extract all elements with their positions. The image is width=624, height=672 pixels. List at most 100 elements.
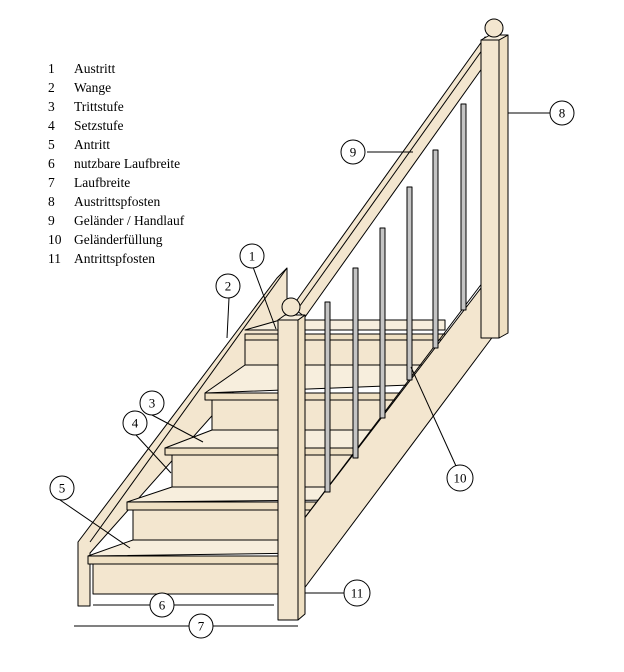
callout-label: 1 — [249, 249, 256, 264]
top-newel-post — [480, 18, 509, 339]
callout-label: 3 — [149, 396, 156, 411]
balusters — [324, 103, 467, 493]
step-5 — [87, 539, 339, 595]
callout-label: 7 — [198, 619, 205, 634]
legend-number: 3 — [48, 99, 55, 114]
legend-label: Setzstufe — [74, 118, 124, 133]
callout-circle — [446, 464, 474, 492]
legend-number: 4 — [48, 118, 55, 133]
legend-label: Geländer / Handlauf — [74, 213, 185, 228]
step-2 — [204, 364, 436, 431]
legend-label: Antritt — [74, 137, 110, 152]
callouts: 1 2 3 4 5 6 7 8 — [49, 100, 575, 639]
callout-circle — [239, 243, 265, 269]
callout-label: 4 — [132, 416, 139, 431]
callout-6: 6 — [149, 592, 175, 618]
dimension-lines — [74, 604, 298, 627]
callout-circle — [122, 410, 148, 436]
callout-10: 10 — [446, 464, 474, 492]
callout-circle — [49, 475, 75, 501]
leader-1 — [252, 266, 277, 330]
baluster — [460, 103, 467, 311]
baluster — [324, 301, 331, 493]
legend-number: 7 — [48, 175, 55, 190]
callout-circle — [549, 100, 575, 126]
callout-1: 1 — [239, 243, 265, 269]
tread-5-nosing — [87, 555, 306, 565]
legend-label: Geländerfüllung — [74, 232, 163, 247]
baluster — [406, 186, 413, 381]
leader-2 — [226, 297, 230, 339]
riser-1 — [244, 339, 436, 366]
legend-number: 10 — [48, 232, 62, 247]
callout-circle — [188, 613, 214, 639]
legend-item-11: 11 Antrittspfosten — [48, 249, 184, 268]
leader-3 — [151, 414, 204, 443]
baluster — [379, 227, 386, 419]
stringer-edge — [89, 267, 288, 543]
handrail-body — [291, 36, 501, 318]
leader-lines — [59, 112, 550, 594]
legend-label: Wange — [74, 80, 112, 95]
baluster — [432, 149, 439, 349]
bottom-post-body — [277, 319, 299, 621]
bottom-post-cap — [277, 314, 306, 321]
callout-4: 4 — [122, 410, 148, 436]
callout-7: 7 — [188, 613, 214, 639]
legend-item-4: 4 Setzstufe — [48, 116, 184, 135]
callout-9: 9 — [340, 139, 366, 165]
legend-number: 9 — [48, 213, 55, 228]
callout-5: 5 — [49, 475, 75, 501]
legend-number: 5 — [48, 137, 55, 152]
leader-5 — [59, 499, 131, 549]
top-post-side — [498, 34, 509, 339]
legend-label: nutzbare Laufbreite — [74, 156, 181, 171]
legend-number: 11 — [48, 251, 61, 266]
top-post-knob — [484, 18, 504, 38]
leader-4 — [135, 434, 172, 474]
legend-label: Laufbreite — [74, 175, 131, 190]
legend-item-2: 2 Wange — [48, 78, 184, 97]
top-post-body — [480, 39, 500, 339]
legend-item-7: 7 Laufbreite — [48, 173, 184, 192]
top-post-cap — [480, 34, 509, 41]
legend-label: Austrittspfosten — [74, 194, 161, 209]
callout-label: 11 — [351, 586, 364, 601]
leader-10 — [410, 366, 457, 467]
legend-number: 1 — [48, 61, 55, 76]
tread-4-nosing — [126, 501, 341, 511]
callout-label: 2 — [225, 279, 232, 294]
tread-3-nosing — [164, 447, 376, 456]
legend-item-9: 9 Geländer / Handlauf — [48, 211, 184, 230]
callout-circle — [343, 579, 371, 607]
legend-item-1: 1 Austritt — [48, 59, 184, 78]
callout-circle — [149, 592, 175, 618]
callout-2: 2 — [215, 273, 241, 299]
inner-stringer-top — [299, 277, 487, 525]
tread-1-nosing — [244, 333, 446, 341]
legend-label: Antrittspfosten — [74, 251, 155, 266]
legend-item-8: 8 Austrittspfosten — [48, 192, 184, 211]
callout-label: 6 — [159, 598, 166, 613]
legend-number: 6 — [48, 156, 55, 171]
legend-item-6: 6 nutzbare Laufbreite — [48, 154, 184, 173]
callout-circle — [340, 139, 366, 165]
riser-5 — [92, 563, 304, 595]
tread-2-nosing — [204, 392, 411, 401]
legend-number: 2 — [48, 80, 55, 95]
bottom-newel-post — [277, 297, 306, 621]
legend-number: 8 — [48, 194, 55, 209]
bottom-post-knob — [281, 297, 301, 317]
handrail-edge — [296, 38, 491, 311]
baluster — [352, 267, 359, 459]
callout-label: 10 — [454, 471, 467, 486]
legend-item-10: 10 Geländerfüllung — [48, 230, 184, 249]
callout-label: 9 — [350, 145, 357, 160]
legend-label: Austritt — [74, 61, 116, 76]
callout-circle — [215, 273, 241, 299]
bottom-post-side — [297, 314, 306, 621]
tread-2 — [204, 364, 436, 394]
